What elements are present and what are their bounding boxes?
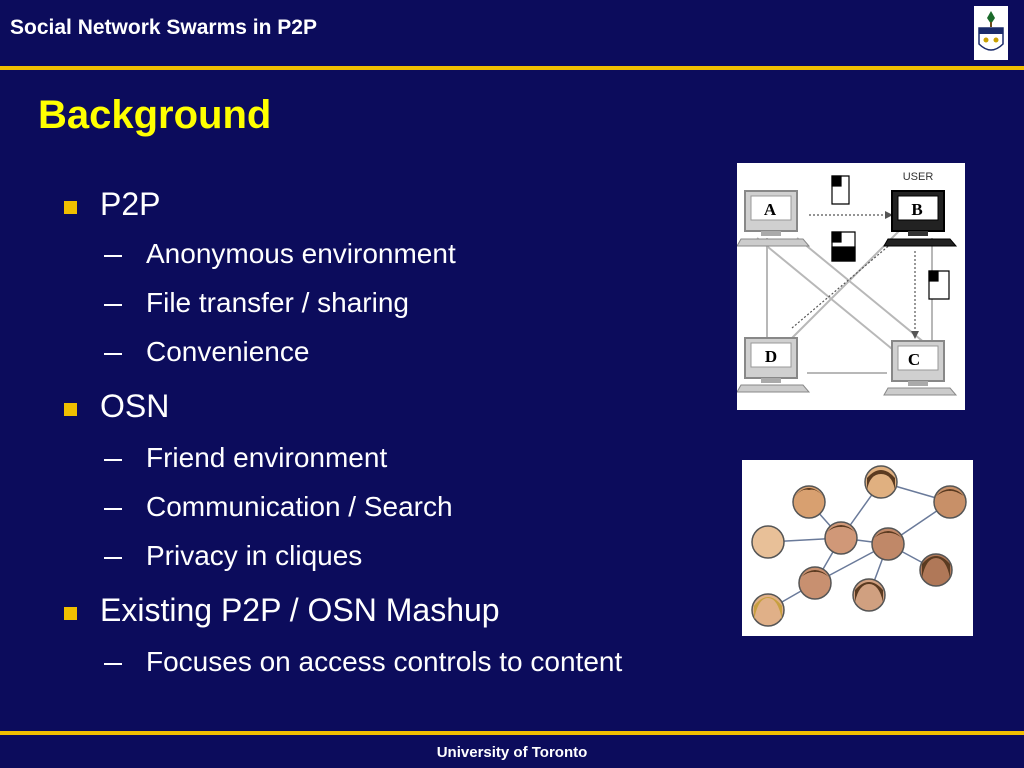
dash-icon	[104, 353, 122, 355]
footer-text: University of Toronto	[436, 744, 588, 761]
bullet-square-icon	[64, 201, 77, 214]
dash-icon	[104, 663, 122, 665]
social-network-faces-icon	[742, 460, 973, 636]
bullet-square-icon	[64, 607, 77, 620]
sub-bullet: Friend environment	[146, 442, 388, 473]
user-label: USER	[903, 171, 934, 183]
node-c-label: C	[908, 350, 920, 369]
computer-d-icon	[737, 337, 811, 393]
bullet-osn: OSN	[100, 388, 170, 424]
university-crest-icon	[974, 6, 1008, 60]
computer-b-icon	[883, 190, 958, 247]
bullet-mashup: Existing P2P / OSN Mashup	[100, 592, 500, 628]
node-b-label: B	[911, 200, 922, 219]
footer-rule	[0, 731, 1024, 735]
node-a-label: A	[764, 200, 777, 219]
bullet-square-icon	[64, 403, 77, 416]
node-d-label: D	[765, 347, 777, 366]
sub-bullet: Anonymous environment	[146, 238, 456, 269]
computer-a-icon	[737, 190, 811, 247]
sub-bullet: Privacy in cliques	[146, 540, 363, 571]
presentation-title: Social Network Swarms in P2P	[10, 16, 317, 39]
sub-bullet: Convenience	[146, 336, 310, 367]
computer-c-icon	[883, 340, 958, 396]
dash-icon	[104, 255, 122, 257]
sub-bullet: Focuses on access controls to content	[146, 646, 623, 677]
dash-icon	[104, 557, 122, 559]
sub-bullet: Communication / Search	[146, 491, 453, 522]
dash-icon	[104, 508, 122, 510]
dash-icon	[104, 304, 122, 306]
slide-title: Background	[38, 93, 272, 137]
header-rule	[0, 66, 1024, 70]
dash-icon	[104, 459, 122, 461]
bullet-p2p: P2P	[100, 186, 161, 222]
sub-bullet: File transfer / sharing	[146, 287, 409, 318]
p2p-network-diagram: A USER B D C	[737, 163, 965, 410]
